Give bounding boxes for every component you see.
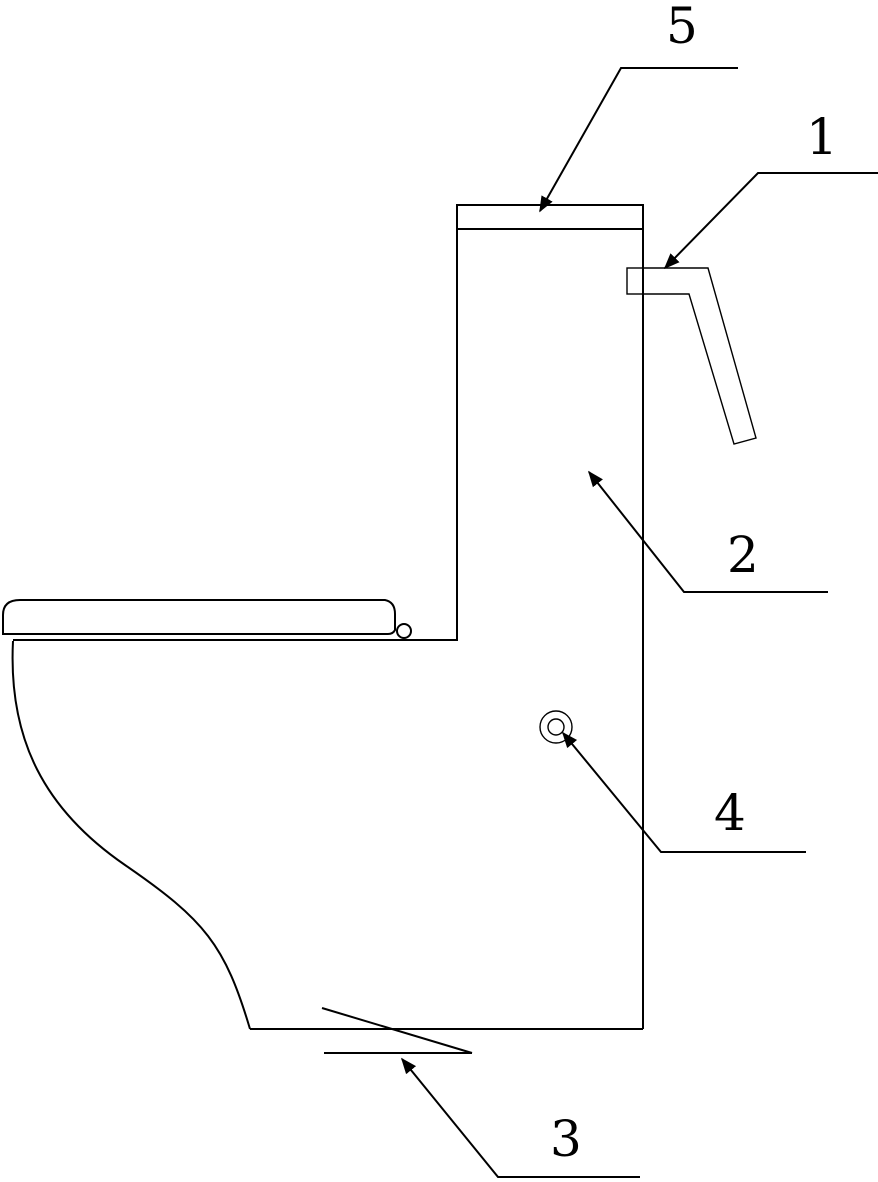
side-button — [539, 710, 573, 744]
leader-line-5 — [539, 67, 738, 213]
toilet-body — [11, 229, 644, 1030]
floor-flange — [321, 1007, 473, 1054]
leader-line-1 — [663, 172, 878, 270]
toilet-seat — [1, 599, 412, 639]
seat-hinge — [396, 623, 412, 639]
leader-line-3 — [400, 1057, 640, 1178]
leader-line-4 — [561, 731, 806, 853]
label-2: 2 — [727, 526, 759, 584]
label-4: 4 — [714, 784, 746, 842]
label-3: 3 — [550, 1110, 582, 1168]
label-1: 1 — [806, 108, 838, 166]
tank-lid — [456, 204, 644, 230]
label-5: 5 — [666, 0, 698, 55]
leader-line-2 — [588, 470, 828, 593]
flush-handle — [626, 267, 757, 445]
